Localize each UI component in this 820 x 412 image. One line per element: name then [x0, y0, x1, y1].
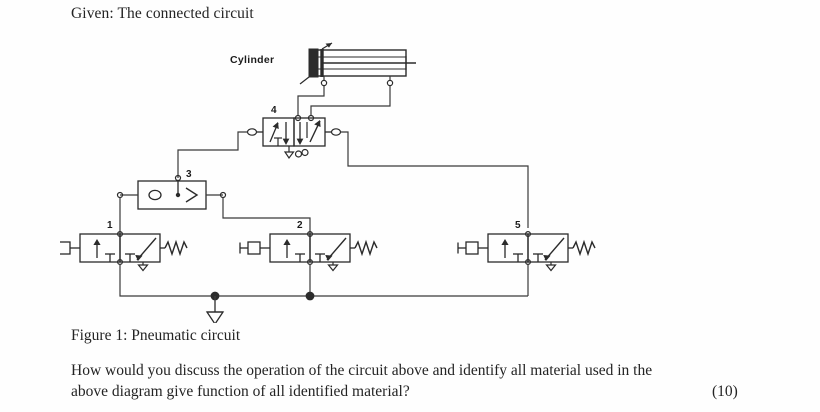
valve-5-symbol: [457, 230, 596, 272]
supply-rail-lines: [119, 264, 529, 297]
valve-2-label: 2: [297, 220, 303, 231]
valve-4-label: 4: [271, 105, 277, 116]
valve-5-label: 5: [515, 220, 521, 231]
pneumatic-circuit-figure: Cylinder: [60, 38, 630, 323]
compressed-air-supply-symbol: [205, 291, 315, 323]
cylinder-label: Cylinder: [230, 54, 274, 66]
valve-3-label: 3: [186, 169, 192, 180]
valve-1-label: 1: [107, 220, 113, 231]
figure-caption: Figure 1: Pneumatic circuit: [71, 327, 241, 344]
valve-4-symbol: [246, 114, 342, 160]
given-text: Given: The connected circuit: [71, 5, 254, 22]
valve-2-symbol: [239, 230, 378, 272]
question-line-1: How would you discuss the operation of t…: [71, 362, 653, 379]
cylinder-symbol: [299, 42, 416, 87]
question-line-2: above diagram give function of all ident…: [71, 383, 410, 400]
valve4-pilot-lines: [174, 131, 529, 228]
question-marks: (10): [712, 383, 738, 400]
signal-lines-to-shuttle: [119, 197, 311, 234]
valve-3-symbol: [116, 180, 227, 210]
valve-1-symbol: [60, 230, 188, 272]
cylinder-to-valve4-lines: [297, 85, 391, 116]
